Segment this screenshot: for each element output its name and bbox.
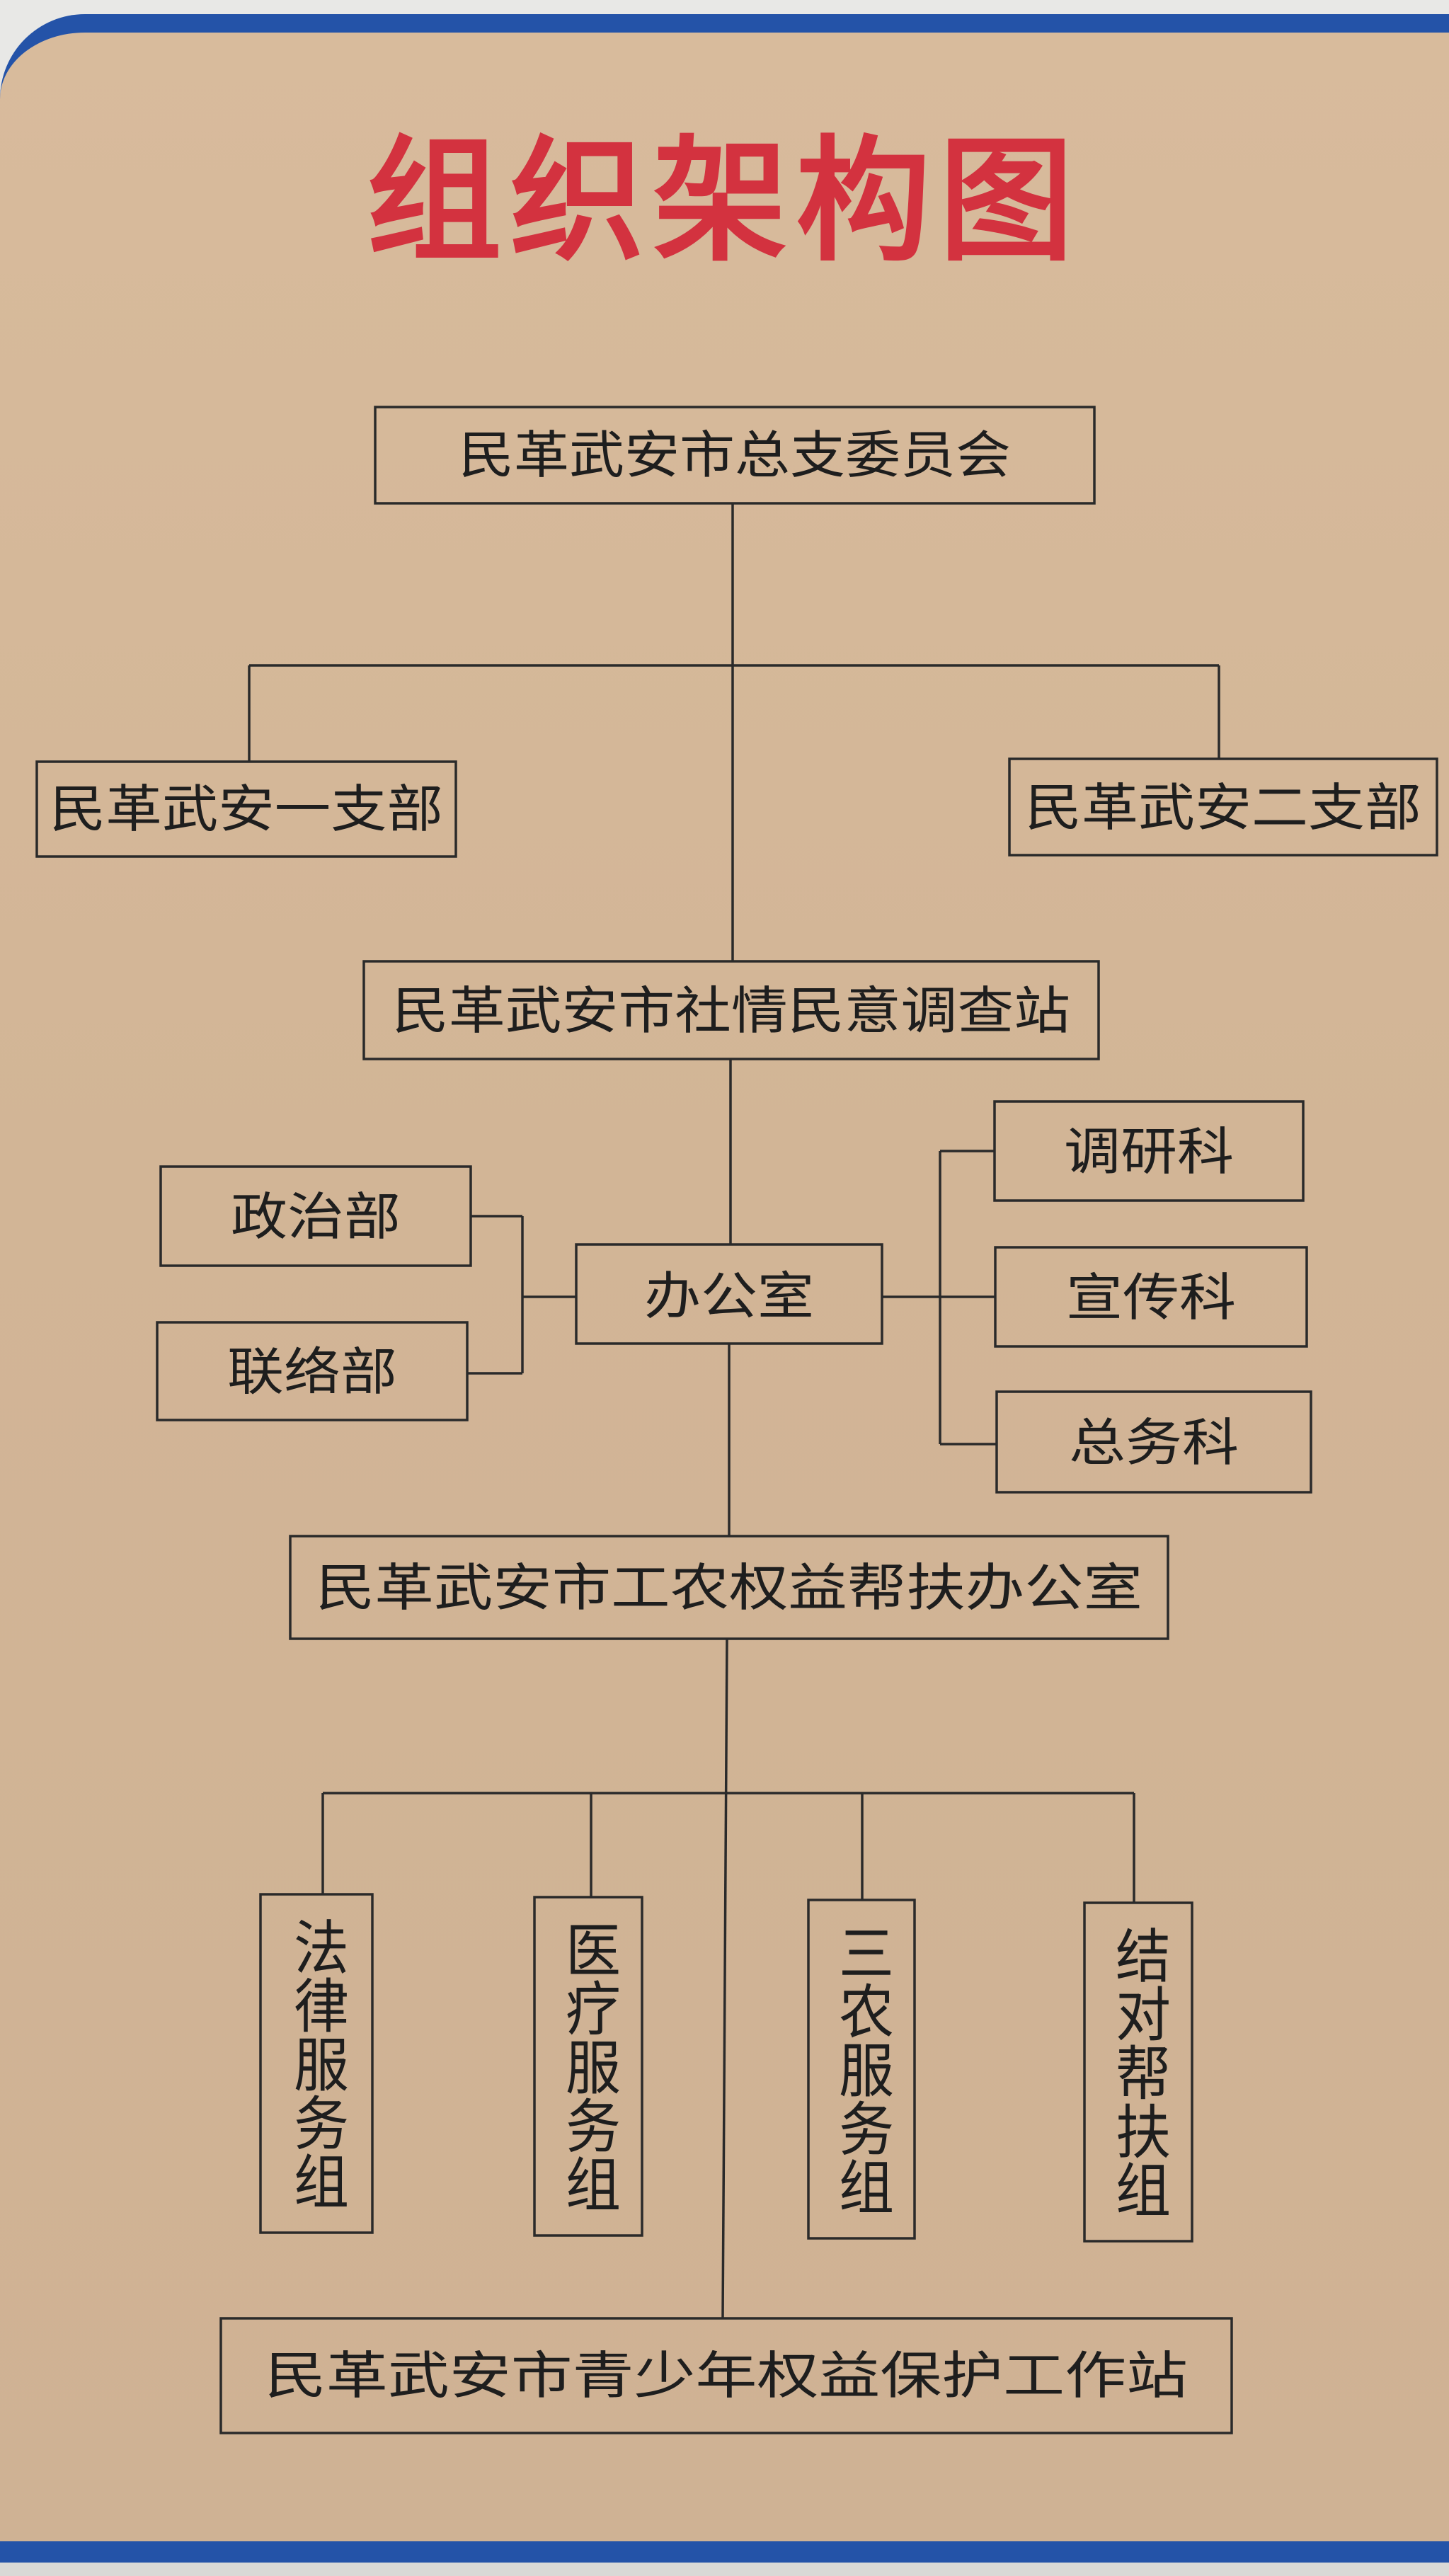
node-liaison-dept-label: 联络部 [227,1342,397,1402]
node-publicity-section-label: 宣传科 [1066,1268,1236,1327]
node-medical-group: 医疗服务组 [533,1896,643,2237]
node-branch-two: 民革武安二支部 [1008,757,1438,857]
node-politics-dept: 政治部 [159,1165,472,1267]
node-liaison-dept: 联络部 [156,1321,469,1421]
node-research-section: 调研科 [993,1100,1305,1202]
node-branch-one-label: 民革武安一支部 [50,779,443,839]
node-survey-station: 民革武安市社情民意调查站 [362,960,1100,1060]
page-title: 组织架构图 [367,123,1082,280]
node-agri-group-label: 三农服务组 [830,1923,893,2216]
node-research-section-label: 调研科 [1064,1122,1234,1181]
node-branch-one: 民革武安一支部 [35,760,457,858]
node-politics-dept-label: 政治部 [231,1187,401,1247]
node-legal-group-label: 法律服务组 [285,1917,348,2210]
node-medical-group-label: 医疗服务组 [556,1920,620,2213]
node-youth-station: 民革武安市青少年权益保护工作站 [219,2317,1233,2434]
node-pairing-group: 结对帮扶组 [1083,1901,1193,2243]
node-general-affairs-section-label: 总务科 [1069,1413,1239,1472]
node-general-affairs-section: 总务科 [995,1390,1312,1494]
node-root-label: 民革武安市总支委员会 [459,425,1011,485]
trunk-rights-to-youth [721,1638,728,2319]
node-legal-group: 法律服务组 [259,1893,374,2234]
node-agri-group: 三农服务组 [807,1899,916,2240]
node-root: 民革武安市总支委员会 [374,406,1096,505]
node-publicity-section: 宣传科 [994,1246,1308,1348]
node-rights-office-label: 民革武安市工农权益帮扶办公室 [316,1558,1142,1618]
node-rights-office: 民革武安市工农权益帮扶办公室 [289,1535,1169,1640]
node-youth-station-label: 民革武安市青少年权益保护工作站 [265,2346,1188,2405]
connector-lines [248,504,1220,2319]
node-office-label: 办公室 [644,1266,814,1326]
node-office: 办公室 [575,1243,883,1345]
node-survey-station-label: 民革武安市社情民意调查站 [392,981,1070,1041]
node-pairing-group-label: 结对帮扶组 [1106,1925,1170,2219]
node-branch-two-label: 民革武安二支部 [1025,778,1421,837]
